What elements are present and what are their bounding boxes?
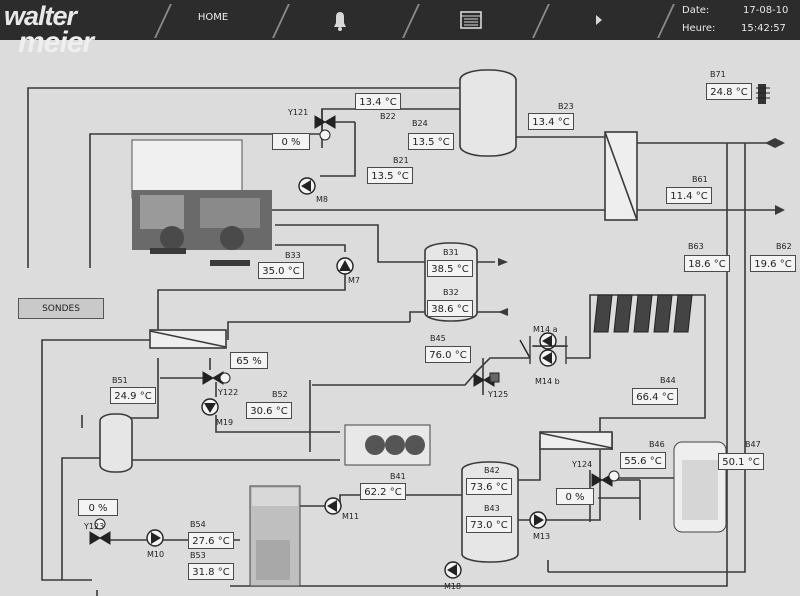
time-value: 15:42:57 [741,23,786,34]
sensor-value: 19.6 °C [750,255,796,272]
time-label: Heure: [682,23,716,34]
sensor-label: B52 [272,390,288,399]
home-button[interactable]: HOME [197,12,229,23]
sensor-label: B53 [190,551,206,560]
pump-label: M14 b [535,377,560,386]
sensor-value: 11.4 °C [666,187,712,204]
sensor-label: B46 [649,440,665,449]
sensor-label: B47 [745,440,761,449]
valve-label: Y122 [218,388,239,397]
pump-label: M8 [316,195,328,204]
sensor-value: 24.9 °C [110,387,156,404]
sensor-value: 18.6 °C [684,255,730,272]
sensor-label: B22 [380,112,396,121]
sensor-value: 73.6 °C [466,478,512,495]
list-icon [460,11,482,29]
valve-label: Y123 [84,522,105,531]
sensor-value: 30.6 °C [246,402,292,419]
sensor-label: B21 [393,156,409,165]
valve-position-value[interactable]: 65 % [230,352,268,369]
pump-label: M11 [342,512,360,521]
valve-position-value[interactable]: 0 % [78,499,118,516]
sensor-label: B45 [430,334,446,343]
sensor-value: 73.0 °C [466,516,512,533]
pump-label: M10 [147,550,165,559]
sensor-label: B61 [692,175,708,184]
bell-icon [334,12,346,31]
date-label: Date: [682,5,710,16]
sensor-value: 76.0 °C [425,346,471,363]
sensor-label: B43 [484,504,500,513]
sensor-label: B51 [112,376,128,385]
valve-position-value[interactable]: 0 % [272,133,310,150]
pump-label: M13 [533,532,551,541]
valve-label: Y125 [488,390,509,399]
list-view-button[interactable] [450,6,490,34]
top-navigation-bar: walter HOME Date: 17-08-10 Heure: 15:42:… [0,0,800,40]
dry-cooler [344,424,431,466]
sensor-value: 24.8 °C [706,83,752,100]
pump-label: M19 [216,418,234,427]
sondes-button[interactable]: SONDES [18,298,104,319]
sensor-value: 50.1 °C [718,453,764,470]
sensor-label: B71 [710,70,726,79]
date-value: 17-08-10 [743,5,789,16]
sensor-value: 55.6 °C [620,452,666,469]
sensor-label: B54 [190,520,206,529]
sensor-label: B31 [443,248,459,257]
sensor-value: 38.6 °C [427,300,473,317]
sensor-label: B42 [484,466,500,475]
sensor-value: 13.4 °C [528,113,574,130]
sensor-value: 62.2 °C [360,483,406,500]
sensor-label: B32 [443,288,459,297]
piping-layer [27,69,785,596]
pump-label: M7 [348,276,360,285]
next-page-button[interactable] [585,6,615,34]
solar-panels [593,294,693,333]
sensor-value: 13.5 °C [367,167,413,184]
sensor-value: 13.5 °C [408,133,454,150]
sensor-value: 31.8 °C [188,563,234,580]
sensor-value: 35.0 °C [258,262,304,279]
sensor-value: 66.4 °C [632,388,678,405]
valve-label: Y121 [288,108,309,117]
pump-label: M18 [444,582,462,591]
sensor-label: B33 [285,251,301,260]
sensor-label: B41 [390,472,406,481]
sensor-value: 27.6 °C [188,532,234,549]
boiler [249,485,301,587]
alarm-button[interactable] [320,6,360,34]
sensor-label: B44 [660,376,676,385]
nav-separator [532,4,550,38]
sensor-value: 38.5 °C [427,260,473,277]
room-sensor [756,84,770,104]
nav-separator [272,4,290,38]
hydraulic-schematic: SONDES Y121 0 % M8 M7 Y122 65 % M19 Y125… [0,40,800,596]
sensor-label: B63 [688,242,704,251]
sensor-label: B62 [776,242,792,251]
solar-storage [673,441,727,533]
pump-label: M14 a [533,325,558,334]
play-icon [596,15,602,25]
sensor-label: B23 [558,102,574,111]
brand-logo-line1: walter [4,1,77,31]
nav-separator [402,4,420,38]
sensor-label: B24 [412,119,428,128]
valve-position-value[interactable]: 0 % [556,488,594,505]
valve-label: Y124 [572,460,593,469]
chiller-unit [131,139,272,266]
brand-logo-line2: meier [18,26,94,59]
nav-separator [154,4,172,38]
sensor-value: 13.4 °C [355,93,401,110]
nav-separator [657,4,675,38]
